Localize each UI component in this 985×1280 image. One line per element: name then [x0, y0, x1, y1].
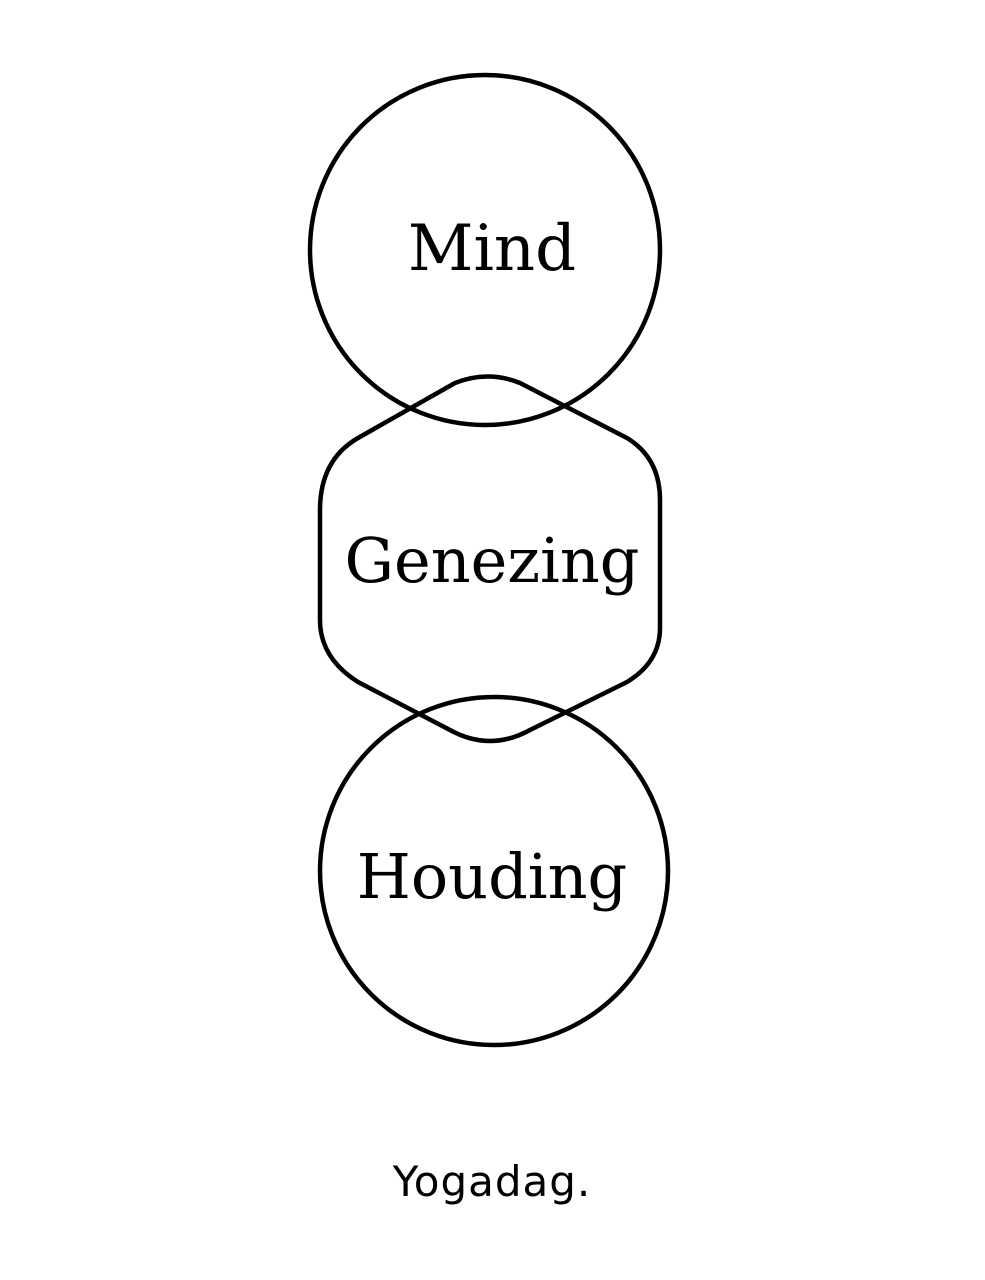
brand-wordmark: Yogadag.: [392, 1157, 592, 1206]
houding-label: Houding: [357, 840, 627, 913]
houding-circle: [317, 694, 671, 1048]
mind-label: Mind: [408, 212, 576, 286]
genezing-hexagon: [317, 374, 663, 744]
genezing-label: Genezing: [345, 524, 640, 597]
mind-circle: [307, 72, 663, 428]
